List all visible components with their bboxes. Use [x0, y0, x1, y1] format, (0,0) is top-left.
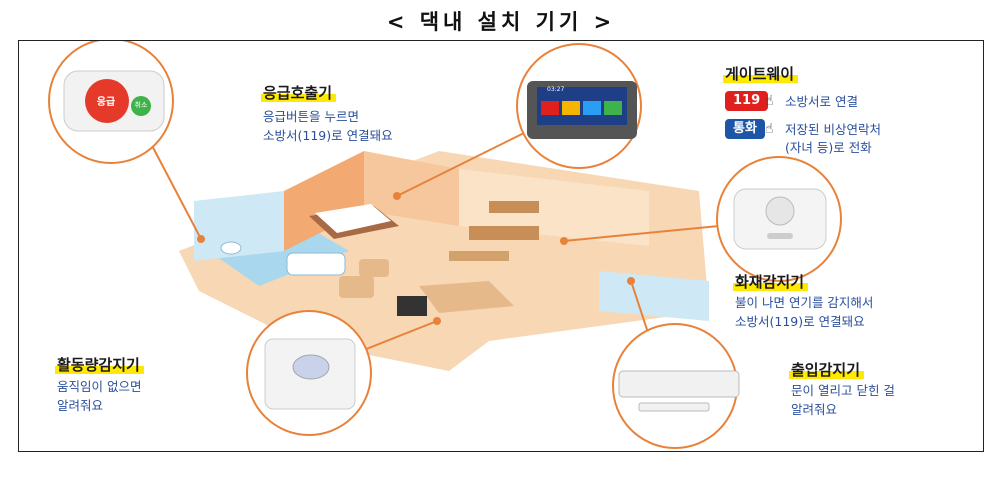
door-sensor-device [618, 370, 740, 398]
gateway-item-call-text: 저장된 비상연락처 (자녀 등)로 전화 [785, 122, 881, 155]
gateway-heading: 게이트웨이 [723, 63, 799, 84]
house-illustration [48, 41, 842, 449]
kitchen-counter [469, 226, 539, 240]
gateway-item-119-text: 소방서로 연결 [785, 94, 858, 109]
emergency-caller-desc: 응급버튼을 누르면 소방서(119)로 연결돼요 [263, 109, 393, 143]
bathtub [286, 252, 346, 276]
front-wall [599, 271, 709, 321]
emergency-caller-callout [48, 41, 174, 164]
door-sensor-callout [612, 323, 740, 449]
door-sensor-desc: 문이 열리고 닫힌 걸 알려줘요 [791, 383, 895, 417]
hand-pointer-icon: ☝ [765, 121, 774, 137]
activity-sensor-heading: 활동량감지기 [55, 354, 144, 375]
gateway-screen-time: 03:27 [547, 86, 565, 93]
hand-pointer-icon: ☝ [765, 93, 774, 109]
armchair [339, 276, 374, 298]
emergency-red-button-label: 응급 [96, 97, 116, 108]
fire-detector-desc: 불이 나면 연기를 감지해서 소방서(119)로 연결돼요 [735, 295, 874, 329]
sofa [419, 281, 514, 313]
page-title: < 댁내 설치 기기 > [386, 10, 616, 34]
activity-sensor-desc: 움직임이 없으면 알려줘요 [57, 379, 142, 413]
emergency-caller-heading: 응급호출기 [261, 82, 337, 103]
fire-detector-heading: 화재감지기 [733, 271, 809, 292]
diagram-frame: 응급호출기 응급버튼을 누르면 소방서(119)로 연결돼요 응급 취소 03:… [18, 40, 984, 452]
emergency-green-button-label: 취소 [134, 101, 148, 109]
callout-dot [197, 235, 205, 243]
gateway-callout [516, 43, 642, 169]
bathroom-wall [194, 191, 284, 261]
fire-detector-callout [716, 156, 842, 282]
dining-table [449, 251, 509, 261]
badge-call: 통화 [725, 119, 765, 139]
emergency-red-button [85, 79, 129, 123]
bedroom-wall [284, 151, 364, 251]
toilet [220, 241, 242, 255]
badge-119: 119 [725, 91, 769, 111]
activity-sensor-callout [246, 310, 372, 436]
door-sensor-heading: 출입감지기 [789, 359, 865, 380]
tv [397, 296, 427, 316]
emergency-green-button [131, 96, 151, 116]
